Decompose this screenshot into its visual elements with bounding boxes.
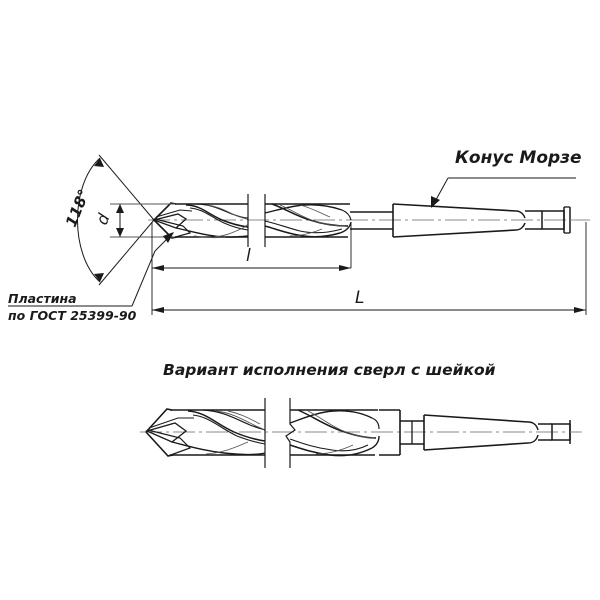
morse-taper-label: Конус Морзе [455, 148, 582, 168]
plate-label-line1: Пластина [8, 291, 77, 306]
flute-length-label: l [246, 246, 251, 266]
drill-neck-lower [400, 415, 425, 450]
morse-taper-callout: Конус Морзе [431, 148, 582, 208]
morse-taper-shank-lower [423, 414, 582, 451]
drill-flute-body-right [264, 203, 352, 238]
drill-flute-body-lower-right [289, 409, 380, 457]
overall-length-label: L [355, 288, 364, 308]
flute-length-dimension: l [152, 246, 351, 271]
plate-label-line2: по ГОСТ 25399-90 [8, 308, 137, 323]
break-line-lower [264, 398, 296, 468]
drill-neck-upper [350, 211, 393, 230]
morse-taper-shank-upper [392, 203, 586, 238]
drill-flute-body-left [151, 202, 249, 239]
variant-caption: Вариант исполнения сверл с шейкой [163, 361, 496, 379]
drill-shoulder-lower [379, 409, 401, 456]
overall-length-dimension: L [152, 288, 586, 313]
carbide-plate-callout: Пластина по ГОСТ 25399-90 [8, 232, 174, 323]
break-line-upper [247, 194, 266, 247]
lower-drill-view-with-neck [140, 398, 582, 468]
drill-flute-body-lower-left [145, 408, 266, 457]
